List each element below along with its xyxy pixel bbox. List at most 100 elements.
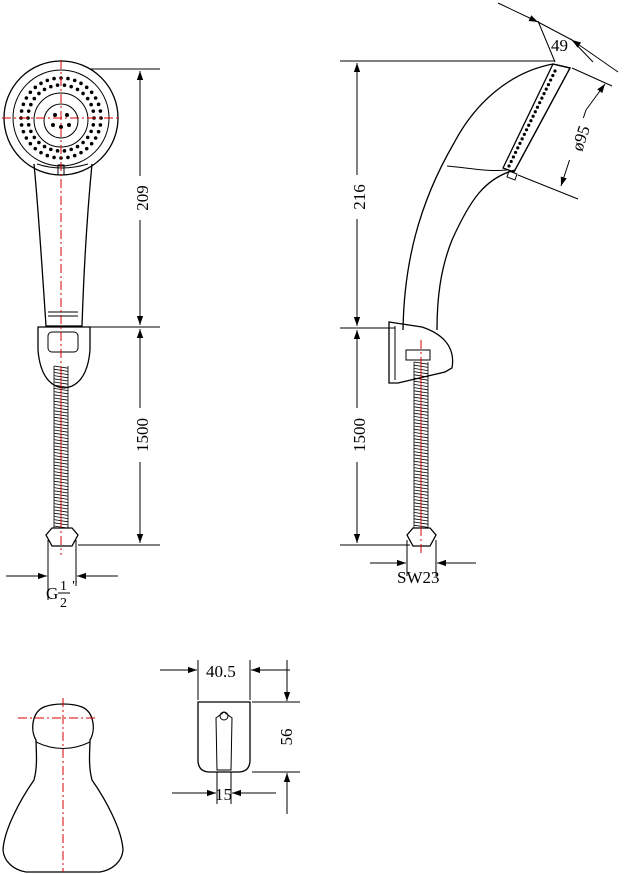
center-nozzle [65,113,69,117]
nozzle-dots [19,76,103,160]
center-nozzle [53,113,57,117]
face-dot [540,96,544,100]
center-disc [43,103,79,139]
face-dot [518,141,522,145]
nozzle-dot [91,109,96,113]
nozzle-dot [66,155,70,160]
face-dot [509,159,513,164]
nozzle-dot [29,102,33,107]
center-nozzle [51,123,55,127]
thread-denominator: 2 [60,596,67,611]
face-dot [507,164,511,168]
nozzle-dot [72,153,77,158]
dim-bracket-width: 40.5 [206,662,236,681]
nozzle-dot [96,129,101,134]
face-dot [533,110,537,114]
nozzle-dot [91,123,96,127]
face-dot [520,137,524,141]
bracket-detail-outline [197,701,251,773]
side-view: 216 1500 SW23 49 ø95 [340,2,619,587]
spray-face-dots [507,69,557,168]
nozzle-dot [89,141,94,146]
nozzle-dot [21,102,26,107]
spray-face [502,63,571,173]
nozzle-dot [85,96,90,101]
face-dot [527,123,531,127]
nozzle-dot [37,91,41,96]
nozzle-dot [33,85,38,90]
face-dot [549,78,553,82]
wall-bracket-front [37,326,91,389]
bracket-detail-view: 40.5 56 15 [160,660,300,814]
face-dot [524,128,529,132]
nozzle-dot [49,147,53,152]
thread-numerator: 1 [60,579,67,594]
nozzle-dot [69,84,73,89]
head-profile-outline [2,703,124,873]
face-dot [535,105,540,109]
nozzle-dot [28,141,33,146]
nozzle-dot [55,83,60,87]
hose-connector [405,349,431,361]
handle-grip-lines [48,311,78,317]
face-dot [531,114,535,118]
dim-side-length: 216 [350,184,369,210]
face-dot [522,132,526,136]
nozzle-dot [32,96,37,101]
nozzle-dot [93,96,98,100]
dim-head-length: 209 [133,185,152,211]
face-dot [516,146,520,150]
nozzle-dot [42,144,47,149]
nozzle-dot [62,83,67,87]
bottom-profile-view [2,698,124,873]
nozzle-dot [62,149,67,153]
front-view: 209 1500 G 1 2 " [2,60,160,611]
face-dot [538,101,542,105]
nozzle-dot [19,109,24,113]
dim-bracket-height: 56 [277,729,296,746]
nozzle-dot [24,136,29,140]
nozzle-dot [84,85,89,90]
nozzle-dot [93,136,98,140]
thread-prefix: G [46,584,58,603]
dim-head-thickness: 49 [551,36,568,55]
nozzle-dot [66,76,70,81]
dim-hose-length-side: 1500 [350,418,369,452]
nozzle-dot [21,129,26,134]
nozzle-dot [75,144,80,149]
nozzle-dot [89,129,93,134]
dim-wrench-size: SW23 [397,568,440,587]
face-dot [546,82,551,87]
nozzle-dot [26,109,31,113]
nozzle-dot [75,87,80,92]
hose-nut-front [45,527,79,547]
face-dot [513,150,518,155]
nozzle-dot [37,140,41,145]
nozzle-dot [26,123,31,127]
nozzle-stub-side [506,170,518,181]
nozzle-dot [79,150,83,155]
nozzle-dot [42,87,47,92]
center-nozzle [59,125,63,129]
nozzle-dot [45,153,50,158]
nozzle-dot [39,81,43,86]
nozzle-dot [85,135,90,140]
face-dot [529,119,533,123]
bracket-slot [47,331,79,353]
nozzle-dot [89,102,93,107]
face-dot [544,87,548,91]
face-dot [551,73,555,78]
handle-side-outline [402,63,571,331]
nozzle-dot [52,76,56,81]
thread-mark: " [72,579,78,594]
nozzle-dot [69,147,73,152]
nozzle-dot [72,78,77,83]
nozzle-dot [98,123,103,127]
nozzle-dot [49,84,53,89]
nozzle-dot [19,123,24,127]
nozzle-dot [28,90,33,95]
nozzle-dot [79,81,83,86]
bracket-detail-slot [215,711,233,771]
